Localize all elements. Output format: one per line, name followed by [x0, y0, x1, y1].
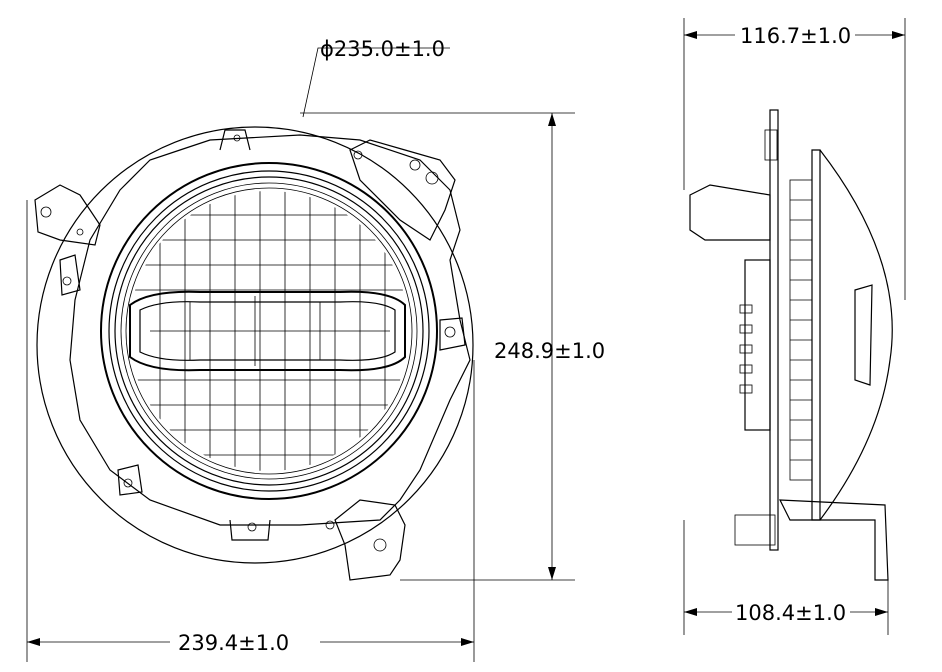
diameter-dimension: ϕ235.0±1.0	[320, 37, 445, 61]
projector-band	[129, 290, 406, 372]
top-depth-dimension: 116.7±1.0	[740, 24, 851, 48]
side-view	[689, 109, 893, 581]
mounting-bracket	[69, 134, 471, 526]
side-dimensions: 116.7±1.0 108.4±1.0	[683, 18, 906, 635]
bottom-ear	[334, 499, 406, 581]
bottom-depth-dimension: 108.4±1.0	[735, 601, 846, 625]
bezel-outer	[100, 162, 438, 500]
side-bracket-bottom	[779, 499, 889, 581]
height-dimension: 248.9±1.0	[494, 339, 605, 363]
lens-dome	[819, 149, 893, 521]
heat-sink	[789, 179, 813, 481]
top-right-ear	[349, 139, 456, 241]
side-bracket-top	[689, 184, 771, 241]
left-ear	[34, 184, 101, 246]
width-dimension: 239.4±1.0	[178, 631, 289, 655]
front-dimensions: ϕ235.0±1.0 248.9±1.0 239.4±1.0	[26, 37, 605, 662]
outer-flange	[36, 126, 474, 564]
front-view	[34, 126, 474, 581]
